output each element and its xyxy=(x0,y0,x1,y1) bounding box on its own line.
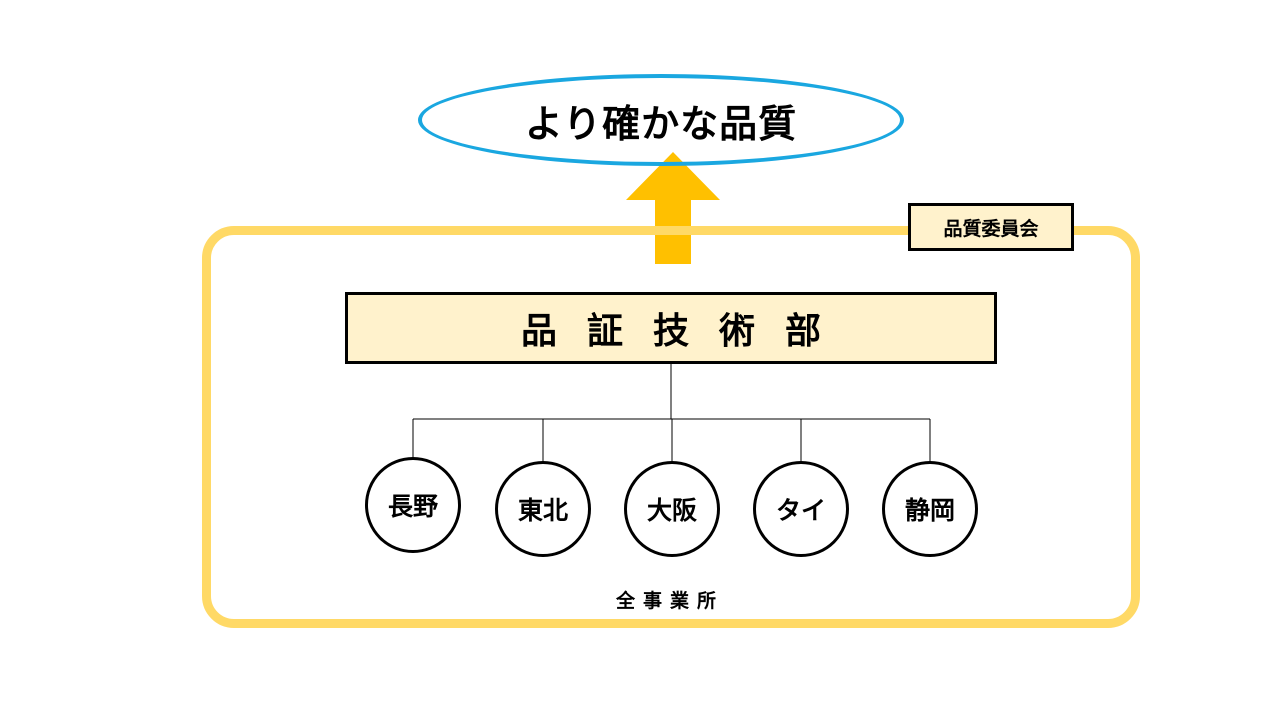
site-label-shizuoka: 静岡 xyxy=(904,496,955,525)
all-sites-caption: 全事業所 xyxy=(615,590,724,612)
site-label-tohoku: 東北 xyxy=(517,496,568,525)
site-node-osaka: 大阪 xyxy=(624,461,720,557)
site-node-nagano: 長野 xyxy=(365,457,461,553)
committee-label: 品質委員会 xyxy=(943,217,1039,240)
up-arrow xyxy=(626,152,720,264)
site-node-tohoku: 東北 xyxy=(495,461,591,557)
department-label: 品証技術部 xyxy=(520,311,851,352)
goal-ellipse: より確かな品質 xyxy=(418,74,904,166)
goal-label: より確かな品質 xyxy=(524,101,798,146)
department-box: 品証技術部 xyxy=(345,292,997,364)
site-label-nagano: 長野 xyxy=(387,492,438,521)
site-node-shizuoka: 静岡 xyxy=(882,461,978,557)
committee-frame xyxy=(202,226,1140,628)
site-label-osaka: 大阪 xyxy=(646,496,697,525)
site-label-thai: タイ xyxy=(775,496,826,525)
site-node-thai: タイ xyxy=(753,461,849,557)
committee-label-box: 品質委員会 xyxy=(908,203,1074,251)
